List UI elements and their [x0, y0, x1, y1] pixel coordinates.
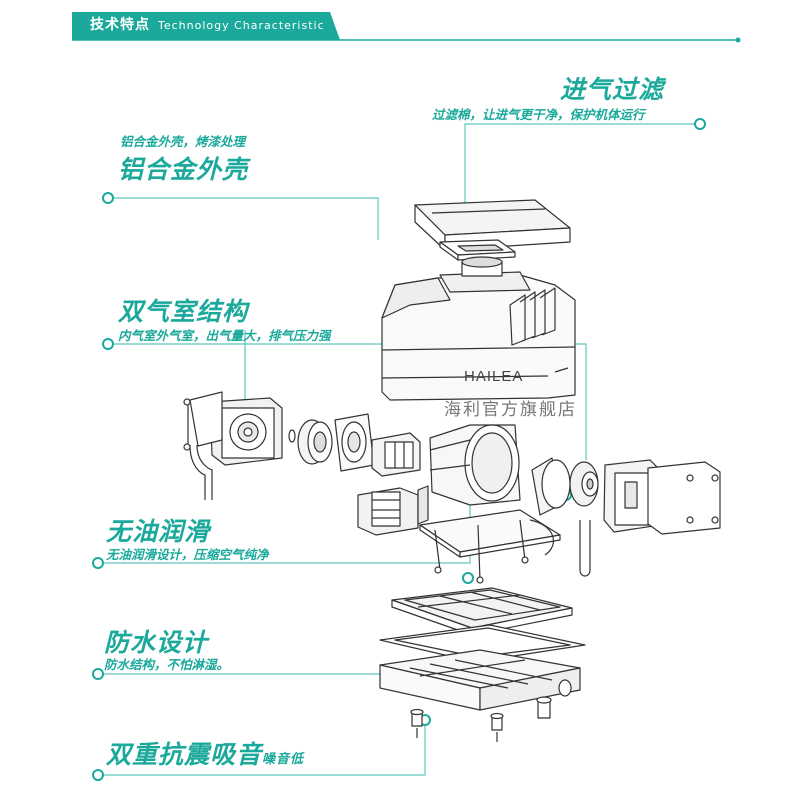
- feature-filter-desc: 过滤棉，让进气更干净，保护机体运行: [432, 107, 645, 122]
- callout-dot-chamber-start: [102, 338, 114, 350]
- feature-oilfree-title: 无油润滑: [106, 517, 211, 546]
- right-diaphragm: [531, 457, 599, 516]
- filter-cover: [414, 199, 571, 251]
- header-title-en: Technology Characteristic: [158, 19, 325, 32]
- callout-line-antishock: [98, 725, 426, 776]
- electromagnet-coil: [357, 485, 429, 536]
- callout-line-housing: [108, 197, 379, 240]
- feature-antishock-tail: 噪音低: [262, 752, 305, 767]
- feature-waterproof-title: 防水设计: [104, 628, 209, 657]
- right-valve-block: [579, 459, 721, 577]
- bottom-base: [379, 649, 581, 711]
- feature-antishock-title: 双重抗震吸音: [106, 740, 263, 769]
- feature-chamber-title: 双气室结构: [118, 297, 249, 326]
- pump-housing: [381, 256, 576, 401]
- store-watermark: 海利官方旗舰店: [444, 400, 577, 420]
- callout-dot-antishock-start: [92, 769, 104, 781]
- feature-chamber-desc: 内气室外气室，出气量大，排气压力强: [118, 328, 331, 343]
- feature-oilfree-desc: 无油润滑设计，压缩空气纯净: [106, 547, 269, 562]
- magnet-block: [371, 432, 421, 477]
- header-title-cn: 技术特点: [90, 17, 150, 33]
- callout-line-filter: [464, 123, 700, 215]
- left-diaphragm: [288, 413, 375, 472]
- header-rule: [72, 37, 741, 43]
- callout-dot-waterproof: [462, 572, 474, 584]
- callout-dot-housing-start: [102, 192, 114, 204]
- circuit-plate: [419, 509, 561, 584]
- feature-waterproof-desc: 防水结构，不怕淋湿。: [104, 657, 230, 672]
- callout-dot-oilfree-start: [92, 557, 104, 569]
- callout-dot-waterproof-start: [92, 668, 104, 680]
- header-title: 技术特点 Technology Characteristic: [90, 14, 325, 34]
- product-brand: HAILEA: [464, 368, 524, 385]
- feature-housing-desc: 铝合金外壳，烤漆处理: [120, 134, 246, 149]
- callout-dot-filter-end: [694, 118, 706, 130]
- rubber-feet: [410, 696, 552, 742]
- central-cylinder: [429, 424, 521, 506]
- left-valve-block: [183, 391, 283, 500]
- feature-antishock: 双重抗震吸音噪音低: [106, 735, 304, 771]
- feature-filter-title: 进气过滤: [560, 75, 665, 104]
- header-tab: [72, 8, 340, 40]
- waterproof-gasket: [379, 624, 586, 663]
- feature-housing-title: 铝合金外壳: [118, 155, 249, 184]
